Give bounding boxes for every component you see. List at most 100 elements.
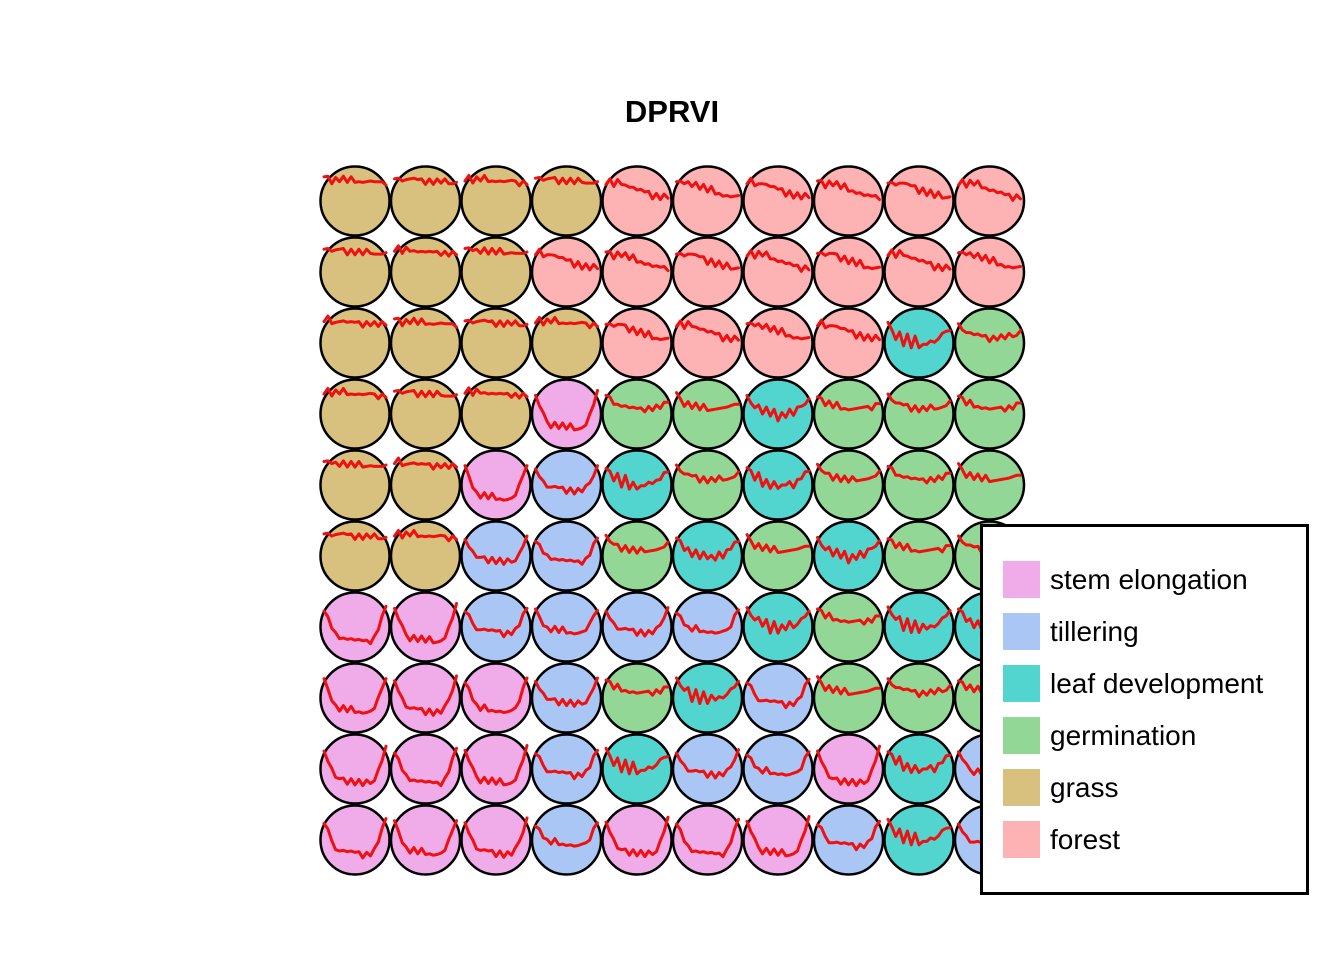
- time-series-line: [322, 604, 388, 646]
- som-cell: [812, 236, 885, 308]
- time-series-line: [393, 176, 458, 186]
- som-cell-circle: [319, 449, 391, 521]
- time-series-line: [604, 678, 670, 697]
- som-cell-circle: [671, 165, 744, 237]
- som-cell-circle: [883, 449, 955, 521]
- som-cell: [812, 733, 885, 805]
- time-series-line: [322, 314, 388, 329]
- som-cell-circle: [460, 804, 532, 876]
- som-cell-circle: [671, 591, 744, 663]
- som-cell: [953, 449, 1026, 521]
- som-cell: [812, 520, 885, 592]
- time-series-line: [816, 395, 881, 412]
- som-cell: [883, 378, 955, 450]
- som-cell-circle: [319, 591, 391, 663]
- time-series-line: [816, 675, 881, 696]
- legend-item-germ: germination: [1003, 717, 1306, 754]
- som-cell: [601, 449, 673, 521]
- time-series-line: [675, 463, 740, 485]
- som-cell: [883, 520, 955, 592]
- som-cell-circle: [460, 733, 532, 805]
- som-cell: [530, 804, 603, 876]
- som-cell-circle: [389, 520, 462, 592]
- som-cell-circle: [671, 662, 744, 734]
- som-cell-circle: [742, 591, 814, 663]
- time-series-line: [816, 535, 881, 565]
- som-cell-circle: [319, 378, 391, 450]
- time-series-line: [463, 464, 529, 502]
- time-series-line: [745, 321, 811, 341]
- time-series-line: [886, 605, 952, 634]
- time-series-line: [322, 817, 388, 860]
- som-cell-circle: [812, 449, 885, 521]
- som-cell: [530, 236, 603, 308]
- som-cell-circle: [671, 449, 744, 521]
- som-cell: [742, 378, 814, 450]
- som-cell-circle: [812, 236, 885, 308]
- som-cell: [953, 236, 1026, 308]
- som-cell: [389, 236, 462, 308]
- time-series-line: [745, 249, 811, 273]
- som-cell: [319, 662, 391, 734]
- legend-label: grass: [1050, 771, 1119, 803]
- som-cell: [883, 165, 955, 237]
- time-series-line: [393, 819, 458, 857]
- time-series-line: [604, 249, 670, 273]
- time-series-line: [534, 748, 599, 781]
- time-series-line: [534, 607, 599, 636]
- som-cell-circle: [601, 591, 673, 663]
- time-series-line: [463, 246, 529, 256]
- legend-swatch: [1003, 821, 1040, 858]
- time-series-line: [604, 393, 670, 414]
- som-cell: [883, 307, 955, 379]
- som-cell: [319, 236, 391, 308]
- som-cell-circle: [671, 236, 744, 308]
- som-cell-circle: [530, 733, 603, 805]
- time-series-line: [393, 674, 458, 717]
- time-series-line: [534, 389, 599, 432]
- time-series-line: [816, 462, 881, 484]
- time-series-line: [675, 319, 740, 344]
- time-series-line: [604, 815, 670, 859]
- som-cell: [389, 378, 462, 450]
- time-series-line: [322, 531, 388, 541]
- som-cell: [389, 307, 462, 379]
- som-cell: [742, 804, 814, 876]
- som-cell: [530, 733, 603, 805]
- legend-label: forest: [1050, 823, 1121, 855]
- som-cell: [319, 165, 391, 237]
- som-cell-circle: [319, 733, 391, 805]
- som-cell-circle: [601, 662, 673, 734]
- time-series-line: [957, 250, 1022, 270]
- som-cell: [812, 378, 885, 450]
- legend-swatch: [1003, 613, 1040, 650]
- plot-title: DPRVI: [624, 94, 720, 129]
- time-series-line: [816, 607, 881, 626]
- som-cell-circle: [389, 307, 462, 379]
- som-cell: [812, 165, 885, 237]
- som-cell: [812, 307, 885, 379]
- time-series-line: [745, 176, 811, 201]
- som-cell-circle: [883, 591, 955, 663]
- som-cell: [671, 804, 744, 876]
- som-cell: [460, 662, 532, 734]
- time-series-line: [886, 464, 952, 485]
- som-cell: [460, 733, 532, 805]
- time-series-line: [463, 318, 529, 328]
- som-cell: [601, 165, 673, 237]
- time-series-line: [322, 744, 388, 788]
- som-cell-circle: [389, 662, 462, 734]
- time-series-line: [463, 174, 529, 188]
- som-cell: [601, 378, 673, 450]
- som-cell-circle: [601, 378, 673, 450]
- som-cell-circle: [601, 520, 673, 592]
- time-series-line: [675, 817, 740, 859]
- som-cell-circle: [742, 520, 814, 592]
- som-cell: [319, 591, 391, 663]
- som-cell-circle: [530, 449, 603, 521]
- time-series-line: [745, 815, 811, 858]
- som-cell: [460, 449, 532, 521]
- som-cell-circle: [530, 165, 603, 237]
- time-series-line: [745, 750, 811, 777]
